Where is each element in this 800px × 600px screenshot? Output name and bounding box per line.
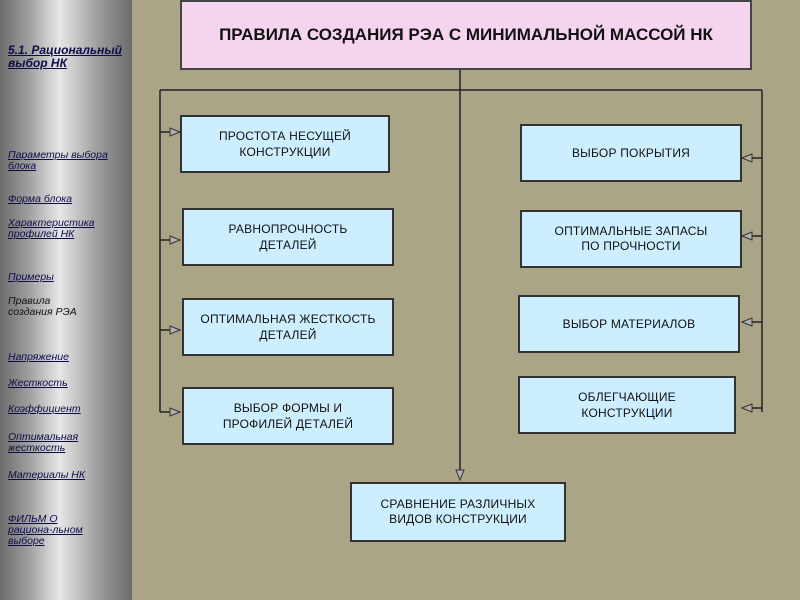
rule-materials-box: ВЫБОР МАТЕРИАЛОВ: [518, 295, 740, 353]
arrow-left-2: [169, 235, 182, 245]
sidebar-item-profile-char[interactable]: Характеристика профилей НК: [8, 217, 95, 240]
sidebar-item-optimal-stiffness[interactable]: Оптимальная жесткость: [8, 431, 79, 454]
rule-simplicity-box: ПРОСТОТА НЕСУЩЕЙ КОНСТРУКЦИИ: [180, 115, 390, 173]
rule-coating-box: ВЫБОР ПОКРЫТИЯ: [520, 124, 742, 182]
sidebar-item-film[interactable]: ФИЛЬМ О рациона-льном выборе: [8, 513, 83, 547]
rule-shape-profile-box: ВЫБОР ФОРМЫ И ПРОФИЛЕЙ ДЕТАЛЕЙ: [182, 387, 394, 445]
arrow-down: [455, 469, 465, 482]
sidebar-item-materials[interactable]: Материалы НК: [8, 469, 86, 481]
arrow-right-4: [740, 403, 753, 413]
arrow-right-3: [740, 317, 753, 327]
rule-equal-strength-box: РАВНОПРОЧНОСТЬ ДЕТАЛЕЙ: [182, 208, 394, 266]
arrow-left-1: [169, 127, 182, 137]
sidebar-item-params[interactable]: Параметры выбора блока: [8, 149, 108, 172]
sidebar-nav: 5.1. Рациональный выбор НК Параметры выб…: [0, 0, 132, 600]
sidebar-item-stress[interactable]: Напряжение: [8, 351, 69, 363]
sidebar-item-block-shape[interactable]: Форма блока: [8, 193, 73, 205]
diagram-title: ПРАВИЛА СОЗДАНИЯ РЭА С МИНИМАЛЬНОЙ МАССО…: [180, 0, 752, 70]
comparison-box: СРАВНЕНИЕ РАЗЛИЧНЫХ ВИДОВ КОНСТРУКЦИИ: [350, 482, 566, 542]
sidebar-item-examples[interactable]: Примеры: [8, 271, 54, 283]
sidebar-item-coefficient[interactable]: Коэффициент: [8, 403, 81, 415]
sidebar-section-title[interactable]: 5.1. Рациональный выбор НК: [8, 43, 122, 70]
sidebar-item-stiffness[interactable]: Жесткость: [8, 377, 68, 389]
arrow-right-2: [740, 231, 753, 241]
rule-strength-margin-box: ОПТИМАЛЬНЫЕ ЗАПАСЫ ПО ПРОЧНОСТИ: [520, 210, 742, 268]
rule-optimal-stiffness-box: ОПТИМАЛЬНАЯ ЖЕСТКОСТЬ ДЕТАЛЕЙ: [182, 298, 394, 356]
arrow-right-1: [740, 153, 753, 163]
arrow-left-3: [169, 325, 182, 335]
rule-lightweight-box: ОБЛЕГЧАЮЩИЕ КОНСТРУКЦИИ: [518, 376, 736, 434]
sidebar-item-rules-current: Правила создания РЭА: [8, 295, 77, 318]
arrow-left-4: [169, 407, 182, 417]
